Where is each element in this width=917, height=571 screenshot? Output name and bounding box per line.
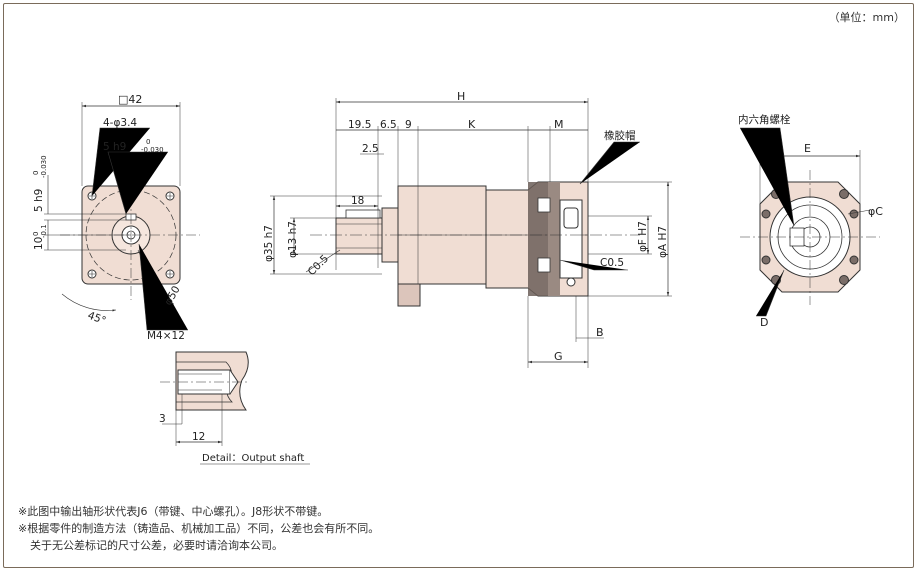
dim-K: K: [468, 118, 476, 131]
dim-9: 9: [405, 119, 412, 131]
key-depth-tol: -0.1: [40, 224, 48, 238]
detail-dim-12: 12: [192, 431, 205, 443]
note-line-2: ※根据零件的制造方法（铸造品、机械加工品）不同，公差也会有所不同。: [18, 522, 380, 535]
key-depth-tol0: 0: [32, 232, 40, 236]
angle-label: 45°: [86, 310, 108, 328]
dia-35-label: φ35 h7: [263, 225, 275, 262]
front-view: [44, 102, 200, 331]
side-view: [270, 98, 672, 368]
chamfer-b-label: C0.5: [600, 257, 624, 269]
key-height-tol: -0.030: [40, 155, 48, 178]
dim-B: B: [596, 326, 604, 339]
dim-E: E: [804, 142, 811, 155]
dim-18: 18: [351, 195, 364, 207]
holes-label: 4-φ3.4: [103, 117, 137, 129]
detail-output-shaft: [160, 351, 310, 465]
detail-dim-3: 3: [159, 413, 166, 425]
dim-6-5: 6.5: [380, 119, 397, 131]
dia-A-label: φA H7: [657, 226, 669, 258]
dim-H: H: [457, 90, 465, 103]
dim-2-5: 2.5: [362, 143, 379, 155]
chamfer-a-label: C0.5: [306, 253, 331, 278]
square-size-label: □42: [118, 93, 142, 106]
key-height-label: 5 h9: [33, 189, 45, 212]
detail-label: Detail：Output shaft: [202, 453, 304, 464]
dia-C-label: φC: [868, 205, 883, 218]
hex-bolt-label: 内六角螺栓: [738, 113, 791, 126]
key-width-label: 5 h9: [103, 141, 126, 153]
note-line-3: 关于无公差标记的尺寸公差，必要时请洽询本公司。: [30, 539, 283, 552]
notes: ※此图中输出轴形状代表J6（带键、中心螺孔）。J8形状不带键。 ※根据零件的制造…: [18, 503, 379, 554]
rear-view: [740, 127, 880, 317]
key-width-tol: -0.030: [141, 146, 164, 154]
key-height-tol0: 0: [32, 171, 40, 175]
key-depth-label: 10: [33, 237, 45, 250]
key-width-tol0: 0: [146, 138, 150, 146]
tap-label: M4×12: [147, 330, 185, 342]
dim-19-5: 19.5: [348, 119, 371, 131]
dia-F-label: φF H7: [637, 221, 649, 252]
hex-bolt-icon: [761, 189, 859, 285]
dim-D: D: [760, 316, 768, 329]
dim-G: G: [554, 350, 563, 363]
dim-M: M: [554, 118, 564, 131]
unit-label: （单位：mm）: [828, 11, 905, 24]
rubber-cap-label: 橡胶帽: [604, 129, 636, 142]
pcd-label: φ50: [162, 284, 183, 308]
dia-13-label: φ13 h7: [287, 221, 299, 258]
note-line-1: ※此图中输出轴形状代表J6（带键、中心螺孔）。J8形状不带键。: [18, 505, 329, 518]
